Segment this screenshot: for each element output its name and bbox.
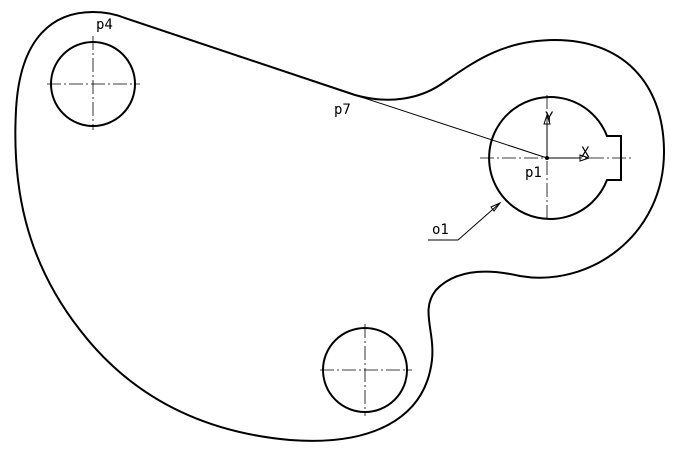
keyed-bore bbox=[488, 96, 622, 220]
label-p1: p1 bbox=[525, 165, 542, 181]
label-o1: o1 bbox=[432, 222, 449, 238]
label-p7: p7 bbox=[334, 102, 351, 118]
leader-o1-arrowhead bbox=[490, 201, 502, 212]
label-p4: p4 bbox=[96, 17, 113, 33]
label-axis-y: Y bbox=[545, 110, 554, 126]
reference-line-p7-p1 bbox=[354, 94, 548, 159]
axis-y-arrowhead bbox=[543, 113, 551, 125]
label-axis-x: X bbox=[581, 145, 590, 161]
leader-o1-diagonal bbox=[457, 202, 501, 241]
part-outline bbox=[14, 10, 666, 442]
axis-x-arrowhead bbox=[579, 154, 591, 162]
